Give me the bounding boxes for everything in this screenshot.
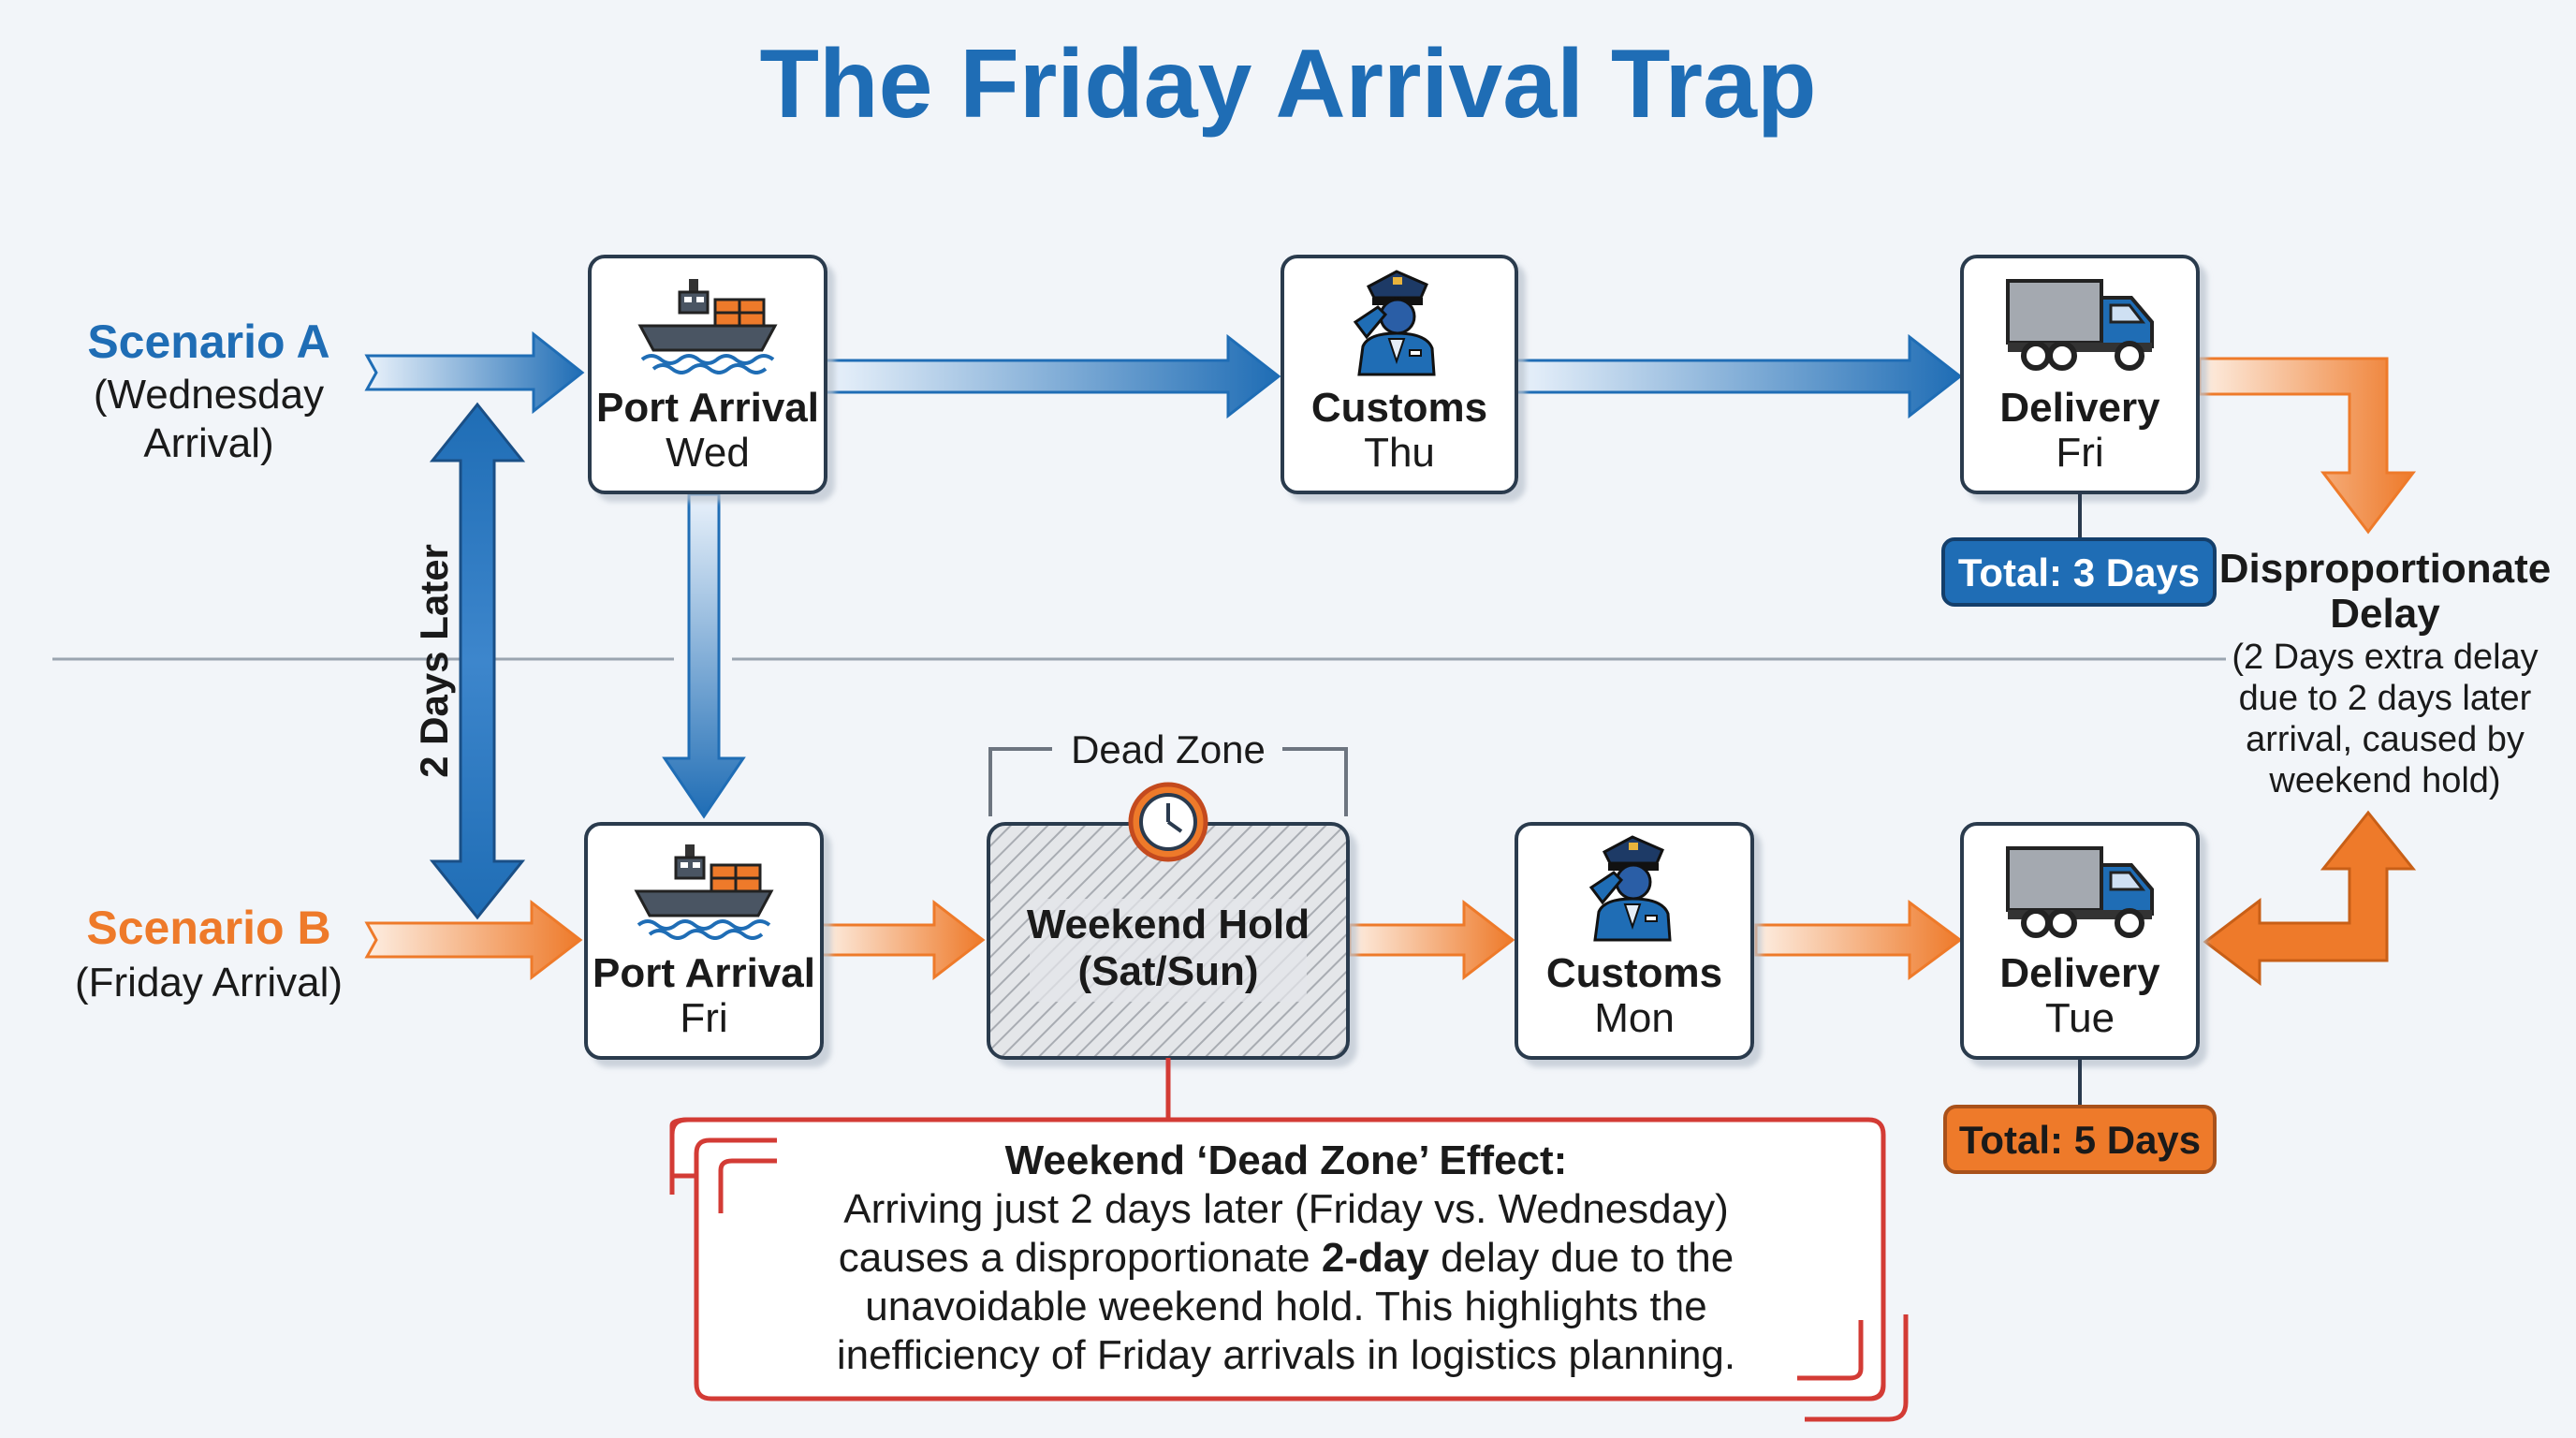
page-title: The Friday Arrival Trap [760,30,1817,139]
node-day: Fri [680,995,727,1041]
node-delivery-a: Delivery Fri [1960,255,2200,494]
node-day: Thu [1364,430,1435,476]
scenario-a-sub-line1: (Wednesday [94,372,324,418]
effect-line2: causes a disproportionate 2-day delay du… [839,1235,1734,1281]
delay-body-line: due to 2 days later [2239,679,2532,718]
node-day: Wed [666,430,750,476]
node-day: Mon [1594,995,1675,1041]
scenario-b-sub: (Friday Arrival) [75,960,343,1005]
effect-title: Weekend ‘Dead Zone’ Effect: [1005,1137,1568,1183]
scenario-b-entry-arrow [364,899,583,981]
effect-line2-pre: causes a disproportionate [839,1235,1322,1281]
scenario-a-label: Scenario A [87,315,329,368]
two-days-later-label: 2 Days Later [412,544,456,778]
arrow-hold-to-customs-b [1348,899,1515,981]
arrow-port-a-to-port-b [662,492,746,819]
node-delivery-b: Delivery Tue [1960,822,2200,1060]
arrow-port-to-customs-a [824,333,1281,419]
total-a-text: Total: 3 Days [1958,550,2200,594]
arrow-delay-to-delivery-b [2203,810,2417,987]
dead-zone-label: Dead Zone [1071,727,1266,771]
arrow-port-to-hold-b [820,899,986,981]
delay-body-line: (2 Days extra delay [2232,638,2538,677]
effect-line2-bold: 2-day [1322,1235,1429,1281]
node-title: Port Arrival [596,385,819,431]
effect-line1: Arriving just 2 days later (Friday vs. W… [843,1186,1729,1232]
scenario-b-label: Scenario B [86,902,330,954]
clock-icon [1128,782,1208,862]
node-title: Customs [1311,385,1487,431]
delay-body-line: arrival, caused by [2246,720,2525,759]
node-title: Delivery [1999,385,2160,431]
effect-line4: inefficiency of Friday arrivals in logis… [837,1332,1735,1378]
scenario-a-entry-arrow [364,330,585,415]
node-title: Customs [1546,950,1722,996]
node-title: Delivery [1999,950,2160,996]
arrow-customs-to-delivery-b [1754,900,1963,980]
arrow-customs-to-delivery-a [1515,333,1963,419]
node-customs-a: Customs Thu [1281,255,1518,494]
node-title: Port Arrival [593,950,815,996]
delay-title-line1: Disproportionate [2219,546,2551,592]
node-customs-b: Customs Mon [1515,822,1754,1060]
total-b-text: Total: 5 Days [1959,1118,2201,1162]
hold-title-line2: (Sat/Sun) [1077,948,1258,994]
node-day: Fri [2056,430,2103,476]
arrow-delivery-a-to-delay [2198,357,2417,535]
disproportionate-delay-note: Disproportionate Delay (2 Days extra del… [2219,546,2551,800]
two-days-later-arrow [429,402,526,920]
hold-title-line1: Weekend Hold [1027,902,1310,947]
effect-line3: unavoidable weekend hold. This highlight… [865,1284,1706,1329]
dead-zone-bracket: Dead Zone [988,727,1348,816]
node-day: Tue [2045,995,2115,1041]
total-a-badge [1941,537,2217,607]
node-weekend-hold: Weekend Hold (Sat/Sun) [987,782,1350,1060]
effect-line2-post: delay due to the [1429,1235,1734,1281]
node-port-arrival-a: Port Arrival Wed [588,255,827,494]
node-port-arrival-b: Port Arrival Fri [584,822,824,1060]
scenario-a-sub-line2: Arrival) [143,420,273,466]
delay-body-line: weekend hold) [2268,761,2500,800]
effect-callout: Weekend ‘Dead Zone’ Effect: Arriving jus… [669,1117,1909,1422]
delay-title-line2: Delay [2330,591,2440,637]
total-b-badge [1943,1105,2217,1174]
